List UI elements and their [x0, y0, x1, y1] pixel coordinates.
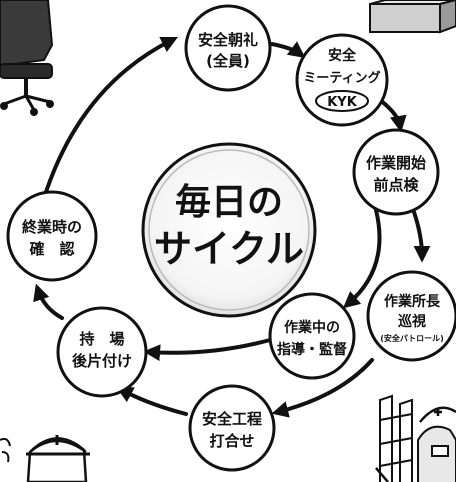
desk-illustration — [369, 0, 456, 34]
step-guidance-supervision: 作業中の 指導・監督 — [268, 292, 356, 380]
step-label-line2: 巡視 — [398, 313, 426, 330]
step-label-line2: 前点検 — [373, 176, 419, 194]
arrow-7-to-0 — [42, 36, 179, 200]
step-safety-meeting: 安全 ミーティング KYK — [295, 33, 389, 127]
arrow-0-to-1 — [270, 41, 306, 59]
step-pre-work-inspection: 作業開始 前点検 — [352, 128, 440, 216]
worker-helmet-illustration-left — [0, 435, 90, 482]
arrow-1-to-2 — [378, 98, 407, 133]
arrow-4-to-6 — [116, 386, 188, 416]
step-label-line2: ミーティング — [303, 70, 380, 86]
step-label-line3: (安全パトロール) — [380, 333, 444, 343]
step-label-line1: 作業開始 — [366, 154, 426, 172]
step-label-line2: (全員) — [206, 52, 250, 70]
step-site-manager-patrol: 作業所長 巡視 (安全パトロール) — [366, 270, 456, 362]
step-label-line1: 作業所長 — [384, 293, 441, 310]
step-label-line1: 安全工程 — [202, 410, 262, 428]
kyk-badge — [315, 90, 369, 112]
center-title-line2: サイクル — [154, 227, 304, 271]
step-label-line2: 確 認 — [28, 240, 74, 258]
step-label-line2: 指導・監督 — [277, 341, 347, 358]
arrow-6-to-7 — [33, 283, 64, 320]
step-morning-assembly: 安全朝礼 (全員) — [184, 4, 272, 92]
step-label-line1: 作業中の — [284, 319, 340, 336]
center-title-line1: 毎日の — [175, 182, 283, 223]
step-safety-process-meeting: 安全工程 打合せ — [188, 384, 276, 472]
arrow-2-to-3 — [412, 210, 431, 263]
arrow-3-to-4 — [271, 358, 374, 418]
kyk-badge-text: KYK — [327, 95, 357, 110]
step-label-line1: 終業時の — [22, 218, 82, 236]
office-chair-illustration — [0, 0, 54, 116]
step-label-line1: 持 場 — [79, 330, 124, 348]
arrow-5-to-6 — [143, 338, 272, 362]
step-label-line2: 後片付け — [71, 352, 132, 370]
cycle-arcs — [33, 36, 431, 418]
step-label-line1: 安全 — [328, 47, 357, 64]
step-cleanup: 持 場 後片付け — [56, 306, 148, 398]
arrow-2-to-5 — [342, 208, 382, 309]
worker-scaffold-illustration-right — [375, 394, 456, 482]
step-label-line1: 安全朝礼 — [198, 31, 258, 49]
step-end-of-day-check: 終業時の 確 認 — [6, 190, 98, 282]
step-label-line2: 打合せ — [209, 432, 254, 450]
center-circle: 毎日の サイクル — [141, 142, 317, 318]
